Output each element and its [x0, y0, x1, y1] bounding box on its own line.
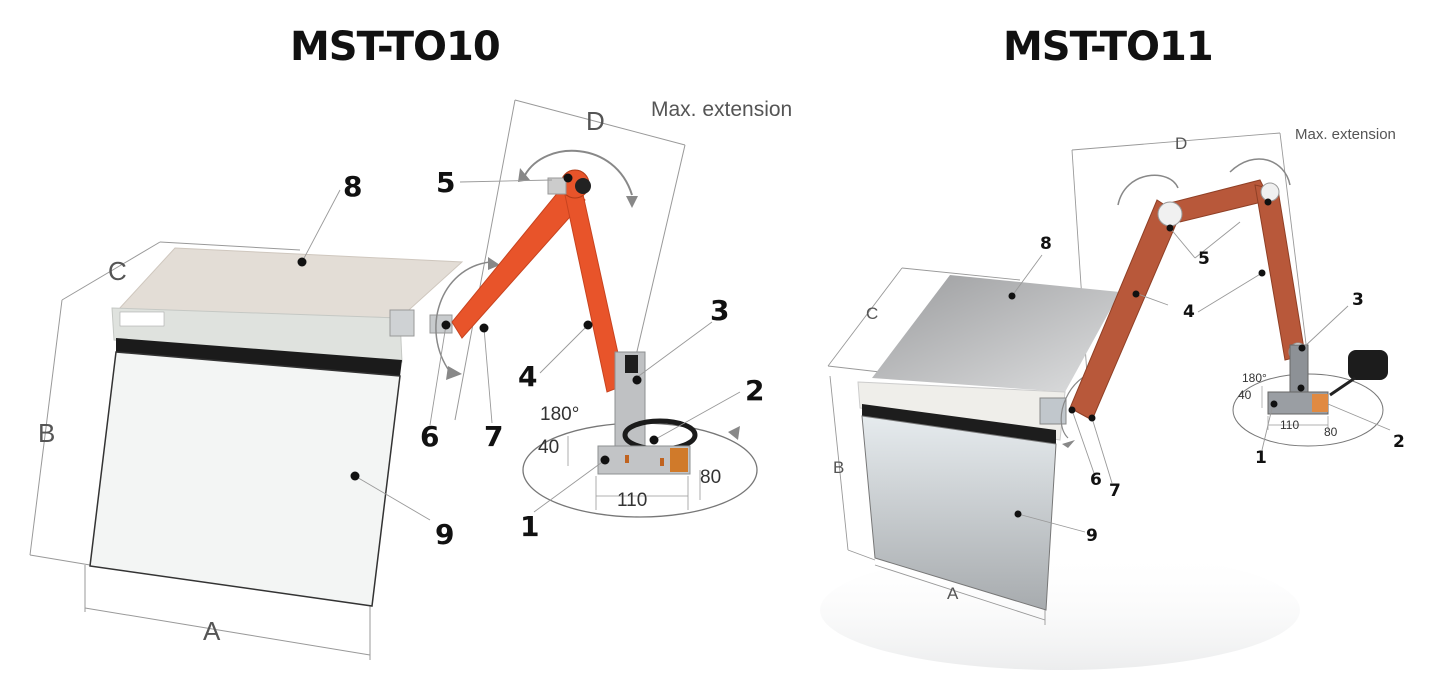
- callout-6: 6: [1090, 470, 1102, 490]
- base-height-label: 40: [538, 437, 560, 458]
- callout-5: 5: [1198, 249, 1210, 269]
- callout-9: 9: [1086, 526, 1098, 546]
- dimension-a-label: A: [203, 616, 221, 646]
- product-illustration: [29, 99, 758, 660]
- base-width-label: 110: [617, 490, 648, 511]
- max-extension-label: Max. extension: [1295, 126, 1396, 143]
- dimension-d-label: D: [586, 106, 605, 136]
- base-height-label: 40: [1238, 388, 1252, 402]
- callout-6: 6: [420, 420, 440, 453]
- callout-1: 1: [520, 510, 540, 543]
- dimension-a-label: A: [947, 584, 959, 603]
- callout-3: 3: [1352, 290, 1364, 310]
- base-depth-label: 80: [700, 467, 722, 488]
- callout-2: 2: [1393, 432, 1405, 452]
- diagram-mst-to11: MST-TO11: [800, 0, 1435, 686]
- dimension-d-label: D: [1175, 134, 1188, 153]
- base-rotation-label: 180°: [540, 404, 580, 425]
- base-depth-label: 80: [1324, 425, 1338, 439]
- callout-7: 7: [484, 420, 504, 453]
- callout-2: 2: [745, 374, 765, 407]
- callout-5: 5: [436, 166, 456, 199]
- callout-3: 3: [710, 294, 730, 327]
- product-illustration: [820, 132, 1391, 670]
- model-title: MST-TO10: [290, 24, 501, 70]
- callout-8: 8: [343, 170, 363, 203]
- max-extension-label: Max. extension: [651, 98, 793, 121]
- dimension-b-label: B: [833, 458, 845, 477]
- base-width-label: 110: [1280, 418, 1300, 432]
- callout-8: 8: [1040, 234, 1052, 254]
- callout-4: 4: [1183, 302, 1195, 322]
- base-rotation-label: 180°: [1242, 371, 1267, 385]
- dimension-b-label: B: [38, 418, 56, 448]
- diagram-mst-to10: MST-TO10: [29, 24, 793, 660]
- callout-1: 1: [1255, 448, 1267, 468]
- dimension-c-label: C: [108, 256, 127, 286]
- dimension-c-label: C: [866, 304, 879, 323]
- callout-4: 4: [518, 360, 538, 393]
- callout-9: 9: [435, 518, 455, 551]
- model-title: MST-TO11: [1003, 24, 1214, 70]
- callout-7: 7: [1109, 481, 1121, 501]
